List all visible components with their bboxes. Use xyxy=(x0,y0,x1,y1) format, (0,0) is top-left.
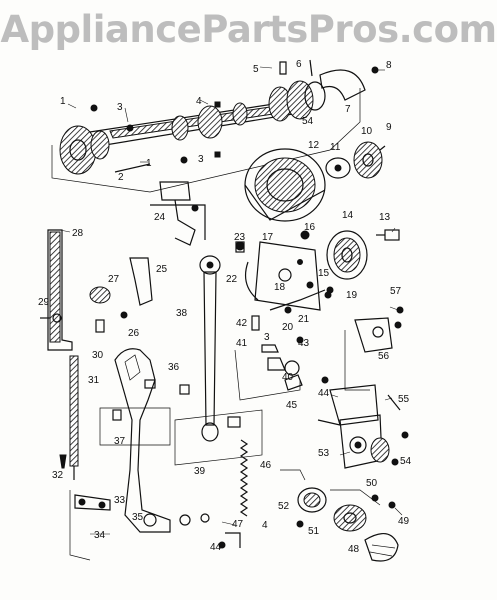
label-15: 15 xyxy=(318,268,330,279)
label-32: 32 xyxy=(52,470,64,481)
label-11: 11 xyxy=(330,142,341,153)
label-39: 39 xyxy=(194,466,206,477)
main-shaft-assembly xyxy=(51,59,379,193)
screw-32 xyxy=(59,454,67,469)
label-24: 24 xyxy=(154,212,166,223)
label-9: 9 xyxy=(386,122,392,133)
label-54: 54 xyxy=(400,456,412,467)
label-44: 44 xyxy=(210,542,222,553)
label-5: 5 xyxy=(253,64,259,75)
label-52: 52 xyxy=(278,501,290,512)
hook-assembly xyxy=(296,487,399,562)
label-7: 7 xyxy=(345,104,351,115)
lever-35 xyxy=(99,348,210,533)
label-29: 29 xyxy=(38,297,50,308)
label-22: 22 xyxy=(226,274,238,285)
label-2: 2 xyxy=(118,172,124,183)
label-41: 41 xyxy=(236,338,248,349)
label-14: 14 xyxy=(342,210,354,221)
bracket-56 xyxy=(344,306,404,391)
label-25: 25 xyxy=(156,264,168,275)
label-48: 48 xyxy=(348,544,360,555)
label-43: 43 xyxy=(298,338,310,349)
label-51: 51 xyxy=(308,526,320,537)
label-31: 31 xyxy=(88,375,100,386)
label-55: 55 xyxy=(398,394,410,405)
spring-46 xyxy=(239,439,249,517)
label-3: 3 xyxy=(198,154,204,165)
label-6: 6 xyxy=(296,59,302,70)
label-1: 1 xyxy=(146,158,152,169)
label-37: 37 xyxy=(114,436,126,447)
label-13: 13 xyxy=(379,212,391,223)
label-4: 4 xyxy=(196,96,202,107)
label-45: 45 xyxy=(286,400,298,411)
screw-23 xyxy=(235,241,245,253)
label-46: 46 xyxy=(260,460,272,471)
label-53: 53 xyxy=(318,448,330,459)
label-18: 18 xyxy=(274,282,286,293)
label-3: 3 xyxy=(264,332,270,343)
bobbin-drive-assembly xyxy=(280,384,409,481)
label-47: 47 xyxy=(232,519,244,530)
label-10: 10 xyxy=(361,126,373,137)
label-16: 16 xyxy=(304,222,316,233)
label-4: 4 xyxy=(262,520,268,531)
part-number-labels: 1 1 2 3 3 3 4 4 5 6 7 8 9 10 11 12 13 14… xyxy=(38,59,412,555)
tension-assembly xyxy=(234,315,329,401)
label-8: 8 xyxy=(386,60,392,71)
label-40: 40 xyxy=(282,372,294,383)
label-26: 26 xyxy=(128,328,140,339)
label-23: 23 xyxy=(234,232,246,243)
crank-33 xyxy=(69,490,111,561)
label-50: 50 xyxy=(366,478,378,489)
label-49: 49 xyxy=(398,516,410,527)
label-33: 33 xyxy=(114,495,126,506)
link-25 xyxy=(129,257,153,306)
label-12: 12 xyxy=(308,140,320,151)
label-42: 42 xyxy=(236,318,248,329)
label-28: 28 xyxy=(72,228,84,239)
label-1: 1 xyxy=(60,96,66,107)
collar-27 xyxy=(89,286,111,304)
label-21: 21 xyxy=(298,314,310,325)
label-19: 19 xyxy=(346,290,358,301)
label-3: 3 xyxy=(117,102,123,113)
label-35: 35 xyxy=(132,512,144,523)
label-38: 38 xyxy=(176,308,188,319)
feed-bar-28 xyxy=(40,229,73,351)
label-17: 17 xyxy=(262,232,274,243)
label-36: 36 xyxy=(168,362,180,373)
label-20: 20 xyxy=(282,322,294,333)
label-44: 44 xyxy=(318,388,330,399)
pulley-assembly xyxy=(244,141,386,222)
shaft-31 xyxy=(69,355,79,480)
connecting-rod-38 xyxy=(174,255,263,466)
label-57: 57 xyxy=(390,286,402,297)
label-34: 34 xyxy=(94,530,106,541)
feed-plate-assembly xyxy=(235,230,334,314)
label-56: 56 xyxy=(378,351,390,362)
lever-24 xyxy=(150,181,206,246)
label-30: 30 xyxy=(92,350,104,361)
leader-lines xyxy=(59,66,403,535)
label-27: 27 xyxy=(108,274,120,285)
motor-pulley xyxy=(326,229,400,280)
label-54: 54 xyxy=(302,116,314,127)
